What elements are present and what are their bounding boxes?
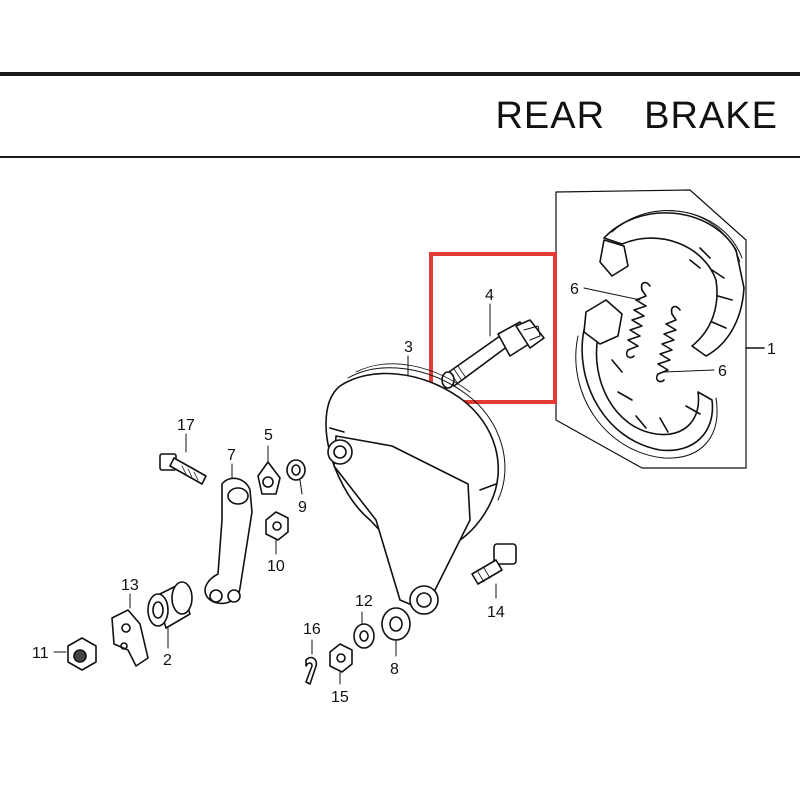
panel-stopper-bolt — [471, 543, 517, 599]
callout-1: 1 — [767, 341, 776, 358]
washer-9 — [286, 459, 306, 495]
callout-3: 3 — [404, 339, 413, 356]
collar — [147, 581, 193, 649]
leader-6-upper — [583, 287, 641, 301]
callout-17: 17 — [177, 417, 195, 434]
cotter-pin — [305, 639, 318, 685]
brake-panel — [325, 363, 506, 615]
nut-10 — [265, 511, 289, 555]
callout-13: 13 — [121, 577, 139, 594]
shoe-spring-right — [655, 305, 681, 383]
leader-6-lower — [663, 369, 715, 373]
callout-5: 5 — [264, 427, 273, 444]
callout-4: 4 — [485, 287, 494, 304]
highlight-box — [429, 252, 557, 404]
callout-2: 2 — [163, 652, 172, 669]
brake-cam-shaft — [441, 303, 545, 389]
callout-12: 12 — [355, 593, 373, 610]
callout-15: 15 — [331, 689, 349, 706]
rod-joint — [111, 593, 149, 667]
washer-8 — [381, 607, 411, 657]
callout-8: 8 — [390, 661, 399, 678]
callout-16: 16 — [303, 621, 321, 638]
callout-6-lower: 6 — [718, 363, 727, 380]
shoe-group-bracket — [555, 189, 765, 469]
shoe-spring-left — [625, 281, 651, 359]
brake-arm — [204, 463, 253, 605]
nut-11 — [53, 637, 97, 671]
brake-shoe-upper — [599, 210, 745, 357]
header-bottom-rule — [0, 156, 800, 158]
page-title: REAR BRAKE — [495, 95, 778, 137]
brake-shoe-lower — [575, 299, 718, 459]
callout-11: 11 — [32, 645, 49, 662]
wear-indicator-plate — [257, 445, 281, 495]
header-top-rule — [0, 72, 800, 76]
callout-14: 14 — [487, 604, 505, 621]
callout-6-upper: 6 — [570, 281, 579, 298]
arm-bolt — [159, 433, 207, 485]
callout-10: 10 — [267, 558, 285, 575]
callout-7: 7 — [227, 447, 236, 464]
callout-9: 9 — [298, 499, 307, 516]
nut-15 — [329, 643, 353, 685]
washer-12 — [353, 611, 375, 649]
